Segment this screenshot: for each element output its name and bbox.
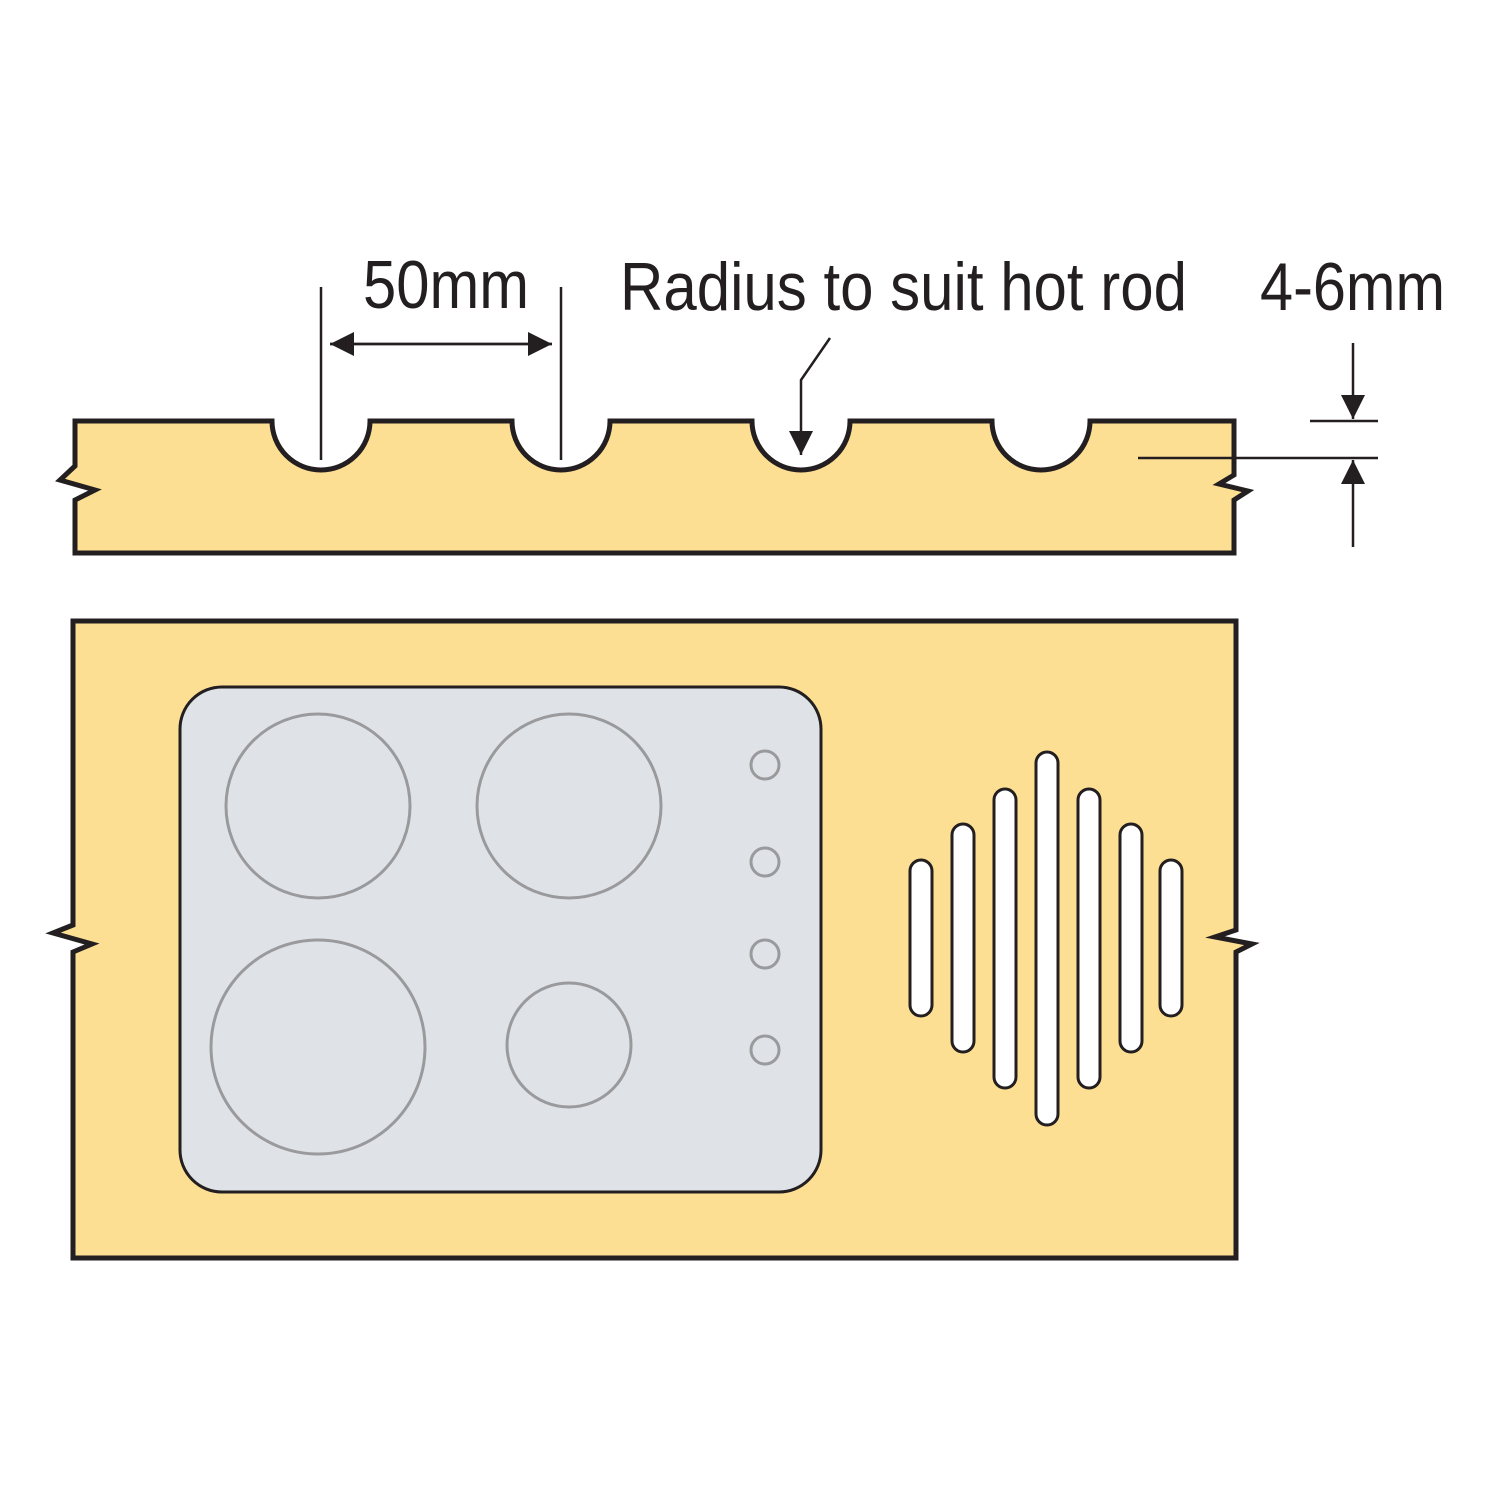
slot xyxy=(1076,787,1102,1090)
slot xyxy=(992,787,1018,1090)
hot-rod-slots xyxy=(908,750,1184,1127)
grooved-board-section xyxy=(55,418,1255,556)
control-knob xyxy=(749,846,781,878)
burner-circle xyxy=(224,712,412,900)
slot xyxy=(908,858,934,1018)
slot xyxy=(1158,858,1184,1018)
cooktop xyxy=(178,685,823,1194)
control-knob xyxy=(749,749,781,781)
depth-label: 4-6mm xyxy=(1260,249,1445,325)
burner-circle xyxy=(505,981,633,1109)
burners xyxy=(209,712,781,1156)
slot xyxy=(950,822,976,1054)
depth-dimension xyxy=(1138,343,1378,547)
control-knob xyxy=(749,938,781,970)
spacing-dimension xyxy=(319,287,563,460)
radius-note-label: Radius to suit hot rod xyxy=(620,249,1187,325)
burner-circle xyxy=(475,712,663,900)
slot xyxy=(1034,750,1060,1127)
control-knob xyxy=(749,1034,781,1066)
spacing-label: 50mm xyxy=(363,247,529,323)
radius-leader xyxy=(789,337,832,455)
slot xyxy=(1118,822,1144,1054)
burner-circle xyxy=(209,938,427,1156)
